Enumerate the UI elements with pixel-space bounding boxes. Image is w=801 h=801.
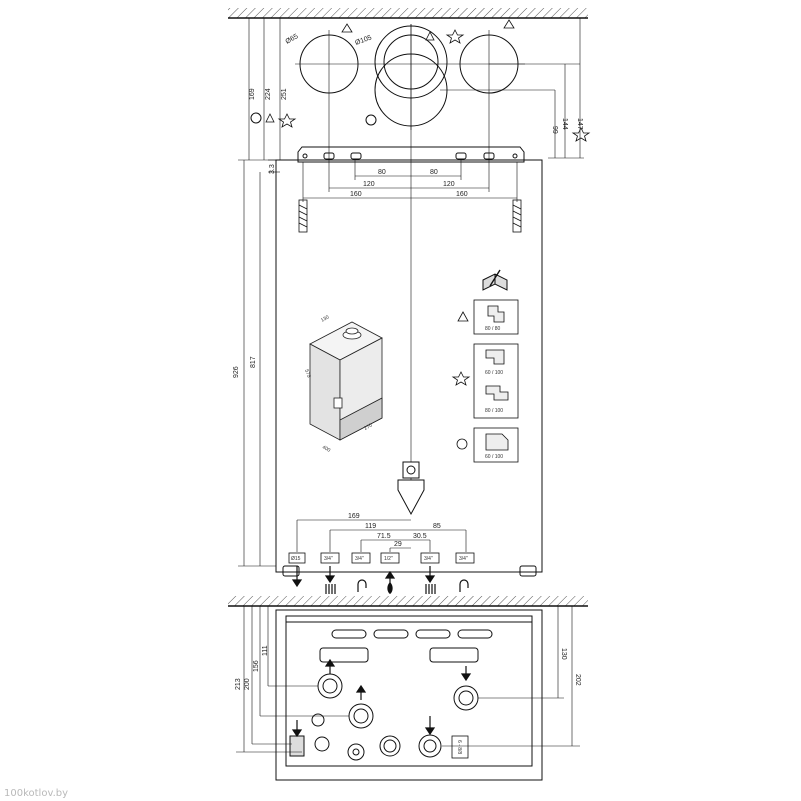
- bottom-label-box: [451, 735, 469, 759]
- iso-dim-bottom-d: 270: [363, 422, 373, 431]
- isometric-boiler: [309, 321, 383, 441]
- dim-71-5-conn: 71.5: [377, 533, 391, 540]
- legend-star-label-b: 80 / 100: [485, 408, 503, 414]
- fitting-label-2: 3/4": [324, 556, 333, 562]
- bottom-dims: [236, 606, 580, 753]
- dim-251-top: 251: [281, 88, 288, 100]
- dim-120-right: 120: [443, 181, 455, 188]
- legend-triangle-label: 80 / 80: [485, 326, 501, 332]
- dim-85-conn: 85: [433, 523, 441, 530]
- diam-small-label: Ø65: [285, 33, 300, 46]
- legend-triangle-icon: [457, 311, 469, 322]
- watermark: 100kotlov.by: [4, 788, 69, 799]
- fitting-label-3: 3/4": [355, 556, 364, 562]
- dim-817: 817: [250, 356, 257, 368]
- legend-star-icon: [451, 371, 471, 386]
- bottom-arrows: [291, 658, 472, 738]
- dim-224-top: 224: [265, 88, 272, 100]
- bracket-dims: [302, 24, 518, 480]
- fitting-label-6: 3/4": [459, 556, 468, 562]
- fitting-label-5: 3/4": [424, 556, 433, 562]
- dim-147: 147: [576, 118, 583, 130]
- dim-169-top: 169: [249, 88, 256, 100]
- legend-circle-label: 60 / 100: [485, 454, 503, 460]
- tap-icons: [357, 579, 469, 592]
- plumb-bob: [397, 461, 425, 516]
- dim-202-bottom: 202: [574, 674, 581, 686]
- dim-160-right: 160: [456, 191, 468, 198]
- gas-flame-icon: [387, 582, 393, 594]
- dim-80-left: 80: [378, 169, 386, 176]
- dim-99: 99: [551, 126, 558, 134]
- manual-book-icon: [482, 269, 508, 291]
- dim-119-conn: 119: [365, 523, 376, 530]
- legend-circle-icon: [456, 438, 468, 450]
- dim-29-conn: 29: [394, 541, 402, 548]
- fitting-label-1: Ø15: [291, 556, 301, 562]
- dim-120-left: 120: [363, 181, 375, 188]
- legend-star-label-a: 60 / 100: [485, 370, 503, 376]
- dim-926: 926: [233, 366, 240, 378]
- dim-156-bottom: 156: [253, 660, 260, 672]
- dim-80-right: 80: [430, 169, 438, 176]
- fitting-boxes: [288, 552, 475, 564]
- dim-200-bottom: 200: [244, 678, 251, 690]
- dim-144: 144: [561, 118, 568, 130]
- legend: [451, 299, 519, 463]
- iso-dim-top: 130: [320, 314, 330, 323]
- dim-111-bottom: 111: [262, 645, 269, 656]
- iso-dim-side: 575: [303, 369, 312, 379]
- diam-large-label: Ø105: [354, 34, 373, 46]
- bottom-label-text: 6 - 8/8: [456, 740, 462, 754]
- bottom-plate: [275, 609, 543, 781]
- connection-arrows: [291, 566, 436, 592]
- top-right-dims: [440, 18, 584, 159]
- wall-plugs: [298, 199, 522, 233]
- connection-dims: [296, 519, 467, 552]
- iso-dim-bottom-w: 400: [321, 444, 331, 453]
- boiler-body: [238, 159, 543, 577]
- dim-30-5-conn: 30.5: [413, 533, 427, 540]
- radiator-icons: [325, 584, 436, 594]
- dim-169-conn: 169: [348, 513, 360, 520]
- floor-hatch: [228, 596, 588, 607]
- dim-3-3: 3.3: [269, 164, 276, 174]
- flue-symbols: [265, 19, 591, 142]
- fitting-label-4: 1/2": [384, 556, 393, 562]
- dim-130-bottom: 130: [560, 648, 567, 660]
- ceiling-top: [228, 8, 588, 19]
- bottom-pipes: [289, 673, 479, 761]
- dim-160-left: 160: [350, 191, 362, 198]
- dim-213-bottom: 213: [235, 678, 242, 690]
- top-left-dims: [248, 18, 281, 173]
